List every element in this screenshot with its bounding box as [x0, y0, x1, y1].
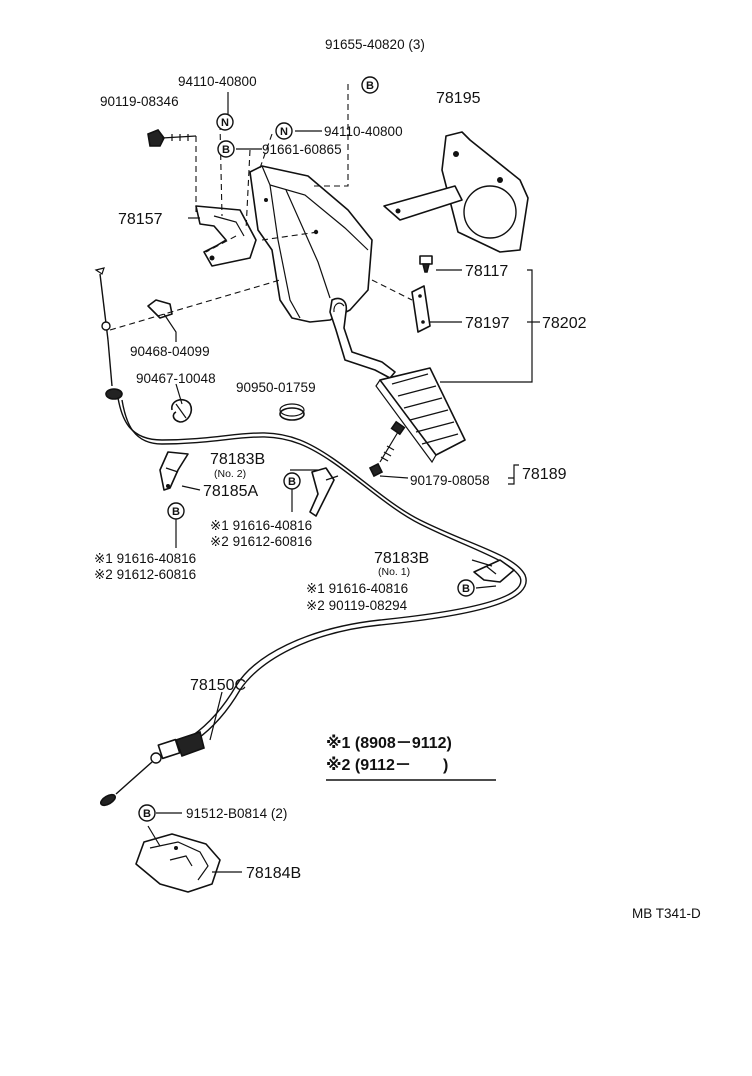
symbol-n-94110b: N: [275, 122, 293, 140]
stopper-bolt: [368, 420, 406, 478]
clamp-78183b-no2: [159, 451, 189, 491]
diagram-code: MB T341-D: [632, 906, 701, 921]
label-90468: 90468-04099: [130, 344, 210, 359]
symbol-b-right: B: [457, 579, 475, 597]
label-78183b-no1: 78183B: [374, 550, 429, 567]
label-78183b-no2: 78183B: [210, 451, 265, 468]
svg-text:B: B: [288, 476, 296, 488]
clamp-78183b-no1: [473, 559, 515, 583]
label-91512: 91512-B0814 (2): [186, 806, 287, 821]
solid-leaders: [147, 92, 540, 873]
clip-78185a: [309, 467, 339, 517]
bracket-78157: [195, 205, 257, 267]
cable-78150c: [99, 397, 527, 807]
label-91612-mid: ※2 91612-60816: [210, 534, 312, 549]
label-90119-right: ※2 90119-08294: [306, 598, 408, 613]
svg-text:B: B: [462, 583, 470, 595]
label-no2: (No. 2): [214, 468, 246, 480]
label-90950: 90950-01759: [236, 380, 316, 395]
cable-upper-end: [94, 267, 123, 400]
cushion-78117: [419, 255, 433, 273]
label-78157: 78157: [118, 211, 163, 228]
label-90179: 90179-08058: [410, 473, 490, 488]
label-78184b: 78184B: [246, 865, 301, 882]
legend-row-2: ※2 (9112－ ): [326, 756, 448, 774]
label-91616-left: ※1 91616-40816: [94, 551, 196, 566]
label-91616-right: ※1 91616-40816: [306, 581, 408, 596]
label-91655: 91655-40820 (3): [325, 37, 425, 52]
label-78117: 78117: [465, 263, 508, 280]
svg-text:N: N: [280, 126, 288, 138]
symbol-b-91661: B: [217, 140, 235, 158]
svg-text:B: B: [222, 144, 230, 156]
plug-90950: [279, 403, 305, 421]
label-90467: 90467-10048: [136, 371, 216, 386]
symbol-b-91512: B: [138, 804, 156, 822]
label-78202: 78202: [542, 315, 587, 332]
svg-text:B: B: [143, 808, 151, 820]
label-78195: 78195: [436, 90, 481, 107]
rod-78197: [411, 285, 431, 333]
svg-text:B: B: [366, 80, 374, 92]
label-78197: 78197: [465, 315, 510, 332]
plate-78195: [383, 131, 529, 253]
pedal-pad: [375, 367, 466, 464]
symbol-b-mid: B: [283, 472, 301, 490]
label-78189: 78189: [522, 466, 567, 483]
symbol-n-94110a: N: [216, 113, 234, 131]
svg-text:N: N: [221, 117, 229, 129]
symbol-b-left: B: [167, 502, 185, 520]
label-78150c: 78150C: [190, 677, 246, 694]
label-94110a: 94110-40800: [178, 74, 257, 89]
label-91661: 91661-60865: [262, 142, 342, 157]
label-90119a: 90119-08346: [100, 94, 179, 109]
label-91616-mid: ※1 91616-40816: [210, 518, 312, 533]
dashed-leaders: [109, 84, 413, 331]
date-legend: ※1 (8908－9112) ※2 (9112－ ): [326, 734, 496, 781]
clip-90467: [171, 398, 193, 423]
svg-text:B: B: [172, 506, 180, 518]
label-no1: (No. 1): [378, 566, 410, 578]
label-91612-left: ※2 91612-60816: [94, 567, 196, 582]
pedal-arm: [329, 297, 396, 379]
label-94110b: 94110-40800: [324, 124, 403, 139]
symbol-b-91655: B: [361, 76, 379, 94]
bolt-90119: [147, 129, 197, 147]
legend-row-1: ※1 (8908－9112): [326, 734, 452, 752]
label-78185a: 78185A: [203, 483, 258, 500]
pedal-bracket: [249, 165, 373, 323]
bracket-78184b: [135, 833, 221, 893]
clip-90468: [147, 299, 173, 319]
